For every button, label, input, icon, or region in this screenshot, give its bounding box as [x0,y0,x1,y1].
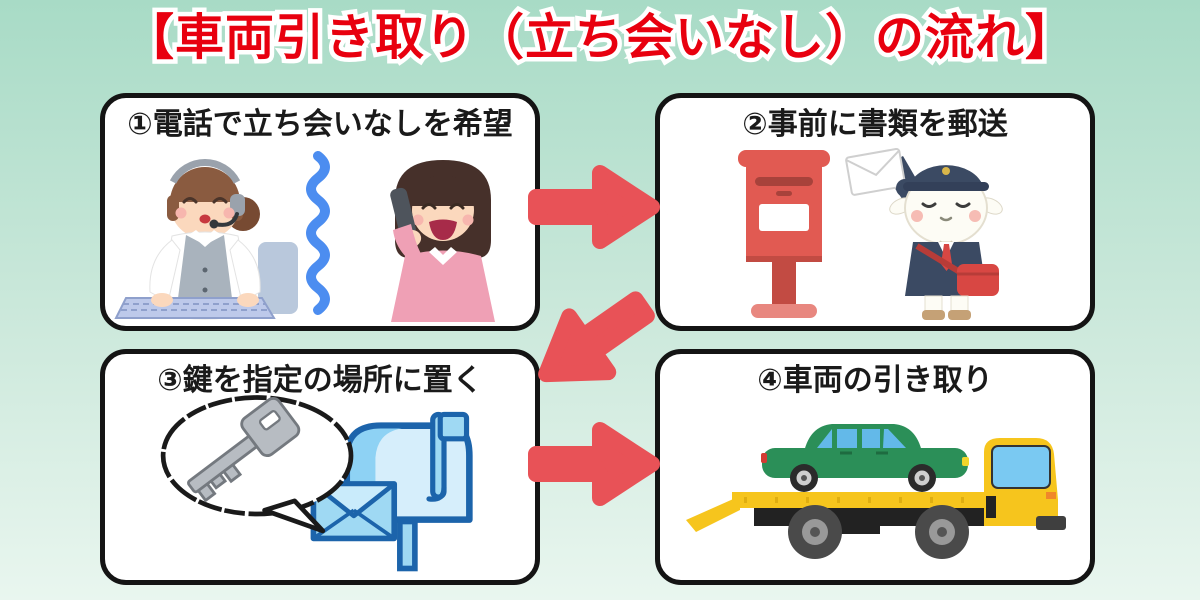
mailbox-envelope-icon [310,411,473,572]
step1-illustration [114,151,495,322]
customer-on-phone-icon [390,160,495,322]
call-center-operator-icon [114,159,298,320]
step4-label: ④車両の引き取り [757,363,993,398]
step2-label: ②事前に書類を郵送 [742,107,1008,142]
step3-illustration [160,395,473,572]
step3-label: ③鍵を指定の場所に置く [157,363,483,398]
arrow-step2-to-step3 [502,258,682,426]
step1-box: ①電話で立ち会いなしを希望 [100,93,540,331]
step3-box: ③鍵を指定の場所に置く [100,349,540,585]
key-icon [187,397,301,503]
step4-box: ④車両の引き取り [655,349,1095,585]
tow-truck-with-car-icon [686,424,1066,559]
page-title-text: 【車両引き取り（立ち会いなし）の流れ】 [124,9,1075,66]
arrow-step3-to-step4 [526,414,666,518]
key-speech-bubble-icon [160,395,354,534]
page-title: 【車両引き取り（立ち会いなし）の流れ】 【車両引き取り（立ち会いなし）の流れ】 [0,5,1200,71]
phone-wave-icon [306,151,330,315]
arrow-step1-to-step2 [526,157,666,261]
page-title-outline: 【車両引き取り（立ち会いなし）の流れ】 [120,5,1078,71]
step1-label: ①電話で立ち会いなしを希望 [127,107,513,142]
green-car-icon [761,424,969,492]
step2-illustration [738,147,1003,320]
step2-box: ②事前に書類を郵送 [655,93,1095,331]
goat-mailman-icon [845,147,1003,320]
japan-postbox-icon [738,150,830,318]
step4-illustration [686,424,1066,559]
